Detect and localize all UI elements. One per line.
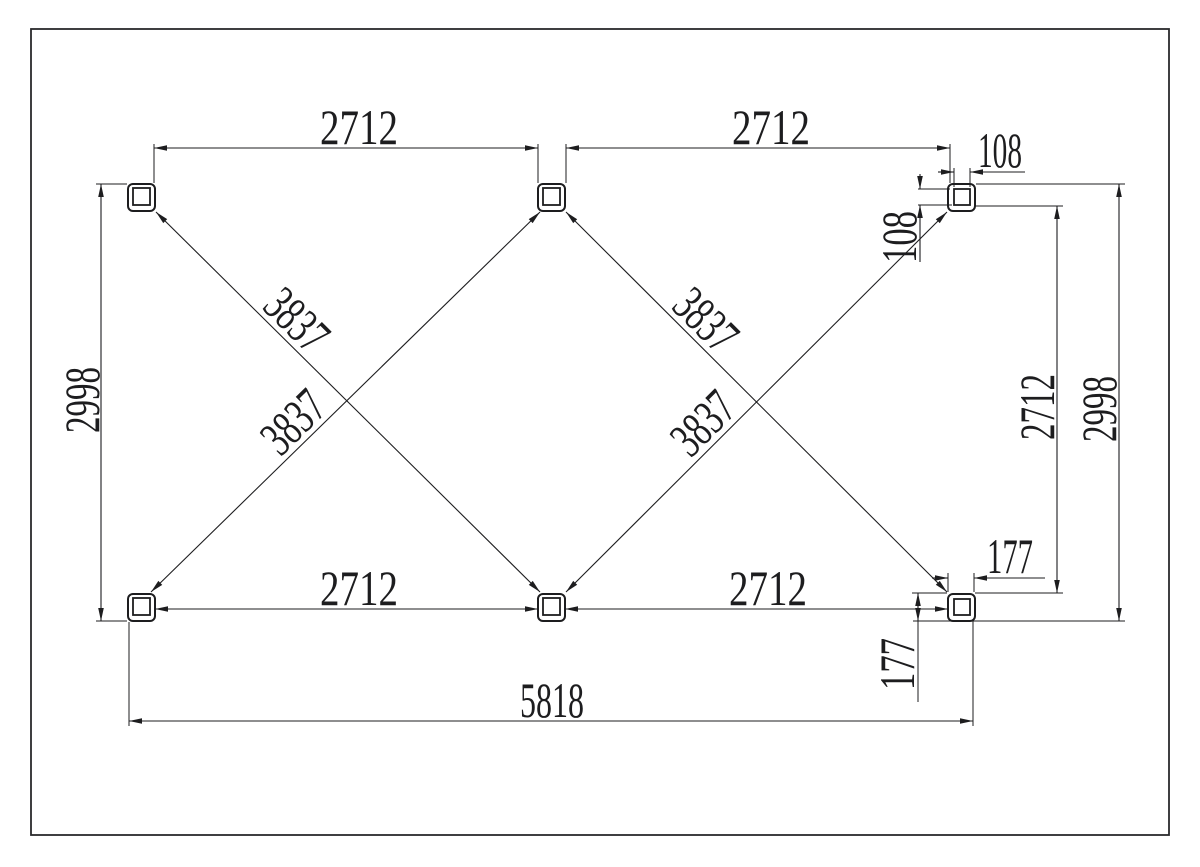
post-outer-profile [947, 593, 976, 622]
dim-label-post-outer-width: 177 [987, 528, 1033, 584]
dim-label-left-overall-height: 2998 [54, 367, 110, 433]
dim-label-diag-bl-tm: 3837 [249, 378, 337, 466]
dim-right-overall-height: 2998 [913, 183, 1127, 622]
diagonal-dimension-line [150, 211, 541, 593]
post-inner-profile [132, 187, 151, 206]
dim-post-outer-width: 177 [932, 528, 1045, 592]
dim-label-diag-tm-br: 3837 [662, 276, 750, 364]
dim-label-top-left-span: 2712 [320, 99, 398, 155]
post-outer-profile [537, 183, 566, 212]
dim-bottom-left-span: 2712 [155, 560, 538, 616]
post-top-right [947, 183, 976, 212]
dim-label-post-inner-height: 108 [871, 211, 927, 263]
post-inner-profile [542, 187, 561, 206]
dim-label-right-overall-height: 2998 [1071, 376, 1127, 442]
sheet-border [30, 28, 1170, 836]
post-outer-profile [947, 183, 976, 212]
dim-label-post-outer-height: 177 [869, 638, 925, 690]
posts [127, 183, 976, 622]
dim-right-post-span: 2712 [975, 205, 1065, 594]
diagonal-dimensions: 3837 3837 3837 3837 [150, 211, 948, 593]
post-outer-profile [127, 183, 156, 212]
dim-label-bottom-right-span: 2712 [729, 560, 807, 616]
diagonal-dimension-line [565, 211, 948, 593]
dim-top-right-span: 2712 [565, 99, 951, 183]
post-inner-profile [542, 597, 561, 616]
post-top-left [127, 183, 156, 212]
dim-label-top-right-span: 2712 [732, 99, 810, 155]
dim-post-inner-width: 108 [938, 122, 1025, 187]
post-bottom-left [127, 593, 156, 622]
dim-top-left-span: 2712 [153, 99, 539, 183]
post-bottom-right [947, 593, 976, 622]
dim-label-right-post-span: 2712 [1009, 374, 1065, 440]
dim-label-bottom-left-span: 2712 [320, 560, 398, 616]
dim-label-post-inner-width: 108 [978, 122, 1022, 178]
dim-post-outer-height: 177 [869, 592, 947, 702]
post-inner-profile [953, 598, 971, 616]
dim-left-overall-height: 2998 [54, 183, 127, 622]
dim-label-overall-width: 5818 [520, 672, 584, 728]
post-inner-profile [953, 188, 971, 206]
post-inner-profile [132, 597, 151, 616]
dim-overall-width: 5818 [128, 621, 974, 728]
post-bottom-middle [537, 593, 566, 622]
dim-label-diag-bm-tr: 3837 [659, 379, 747, 467]
dim-bottom-right-span: 2712 [565, 560, 948, 616]
dim-label-diag-tl-bm: 3837 [253, 276, 341, 364]
post-top-middle [537, 183, 566, 212]
